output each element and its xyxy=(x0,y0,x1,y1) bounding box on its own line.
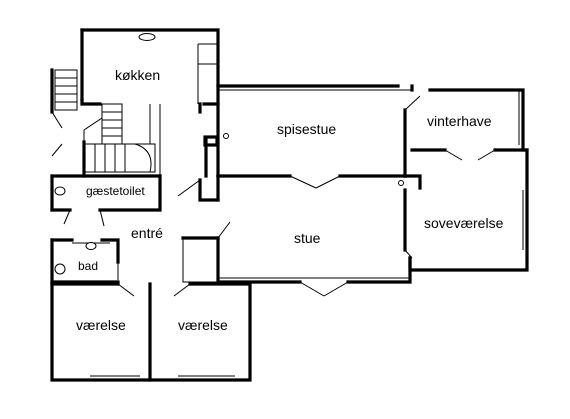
staircase xyxy=(50,68,162,178)
dining-walls xyxy=(216,84,414,178)
guest-toilet-bowl xyxy=(54,186,66,196)
fixture-dining xyxy=(223,133,229,139)
bath-toilet xyxy=(54,263,66,275)
bedroom-walls xyxy=(403,148,529,272)
room-label-winter-garden: vinterhave xyxy=(427,113,492,129)
room-label-dining: spisestue xyxy=(277,121,337,137)
room-label-kitchen: køkken xyxy=(115,67,161,83)
room-label-entry: entré xyxy=(131,225,163,241)
lower-rooms-walls xyxy=(50,280,252,382)
room-label-living: stue xyxy=(294,230,321,246)
room-label-room-left: værelse xyxy=(76,317,126,333)
room-label-bedroom: soveværelse xyxy=(424,215,504,231)
winter-garden-walls xyxy=(410,88,529,152)
room-label-room-right: værelse xyxy=(178,317,228,333)
room-label-guest-toilet: gæstetoilet xyxy=(86,184,145,198)
fixture-bedroom xyxy=(398,180,404,186)
bath-sink xyxy=(85,242,97,250)
room-label-bath: bad xyxy=(78,259,99,273)
kitchen-sink xyxy=(138,33,156,41)
kitchen-walls xyxy=(80,28,220,106)
doors xyxy=(51,95,496,298)
guest-toilet-walls xyxy=(50,174,162,212)
living-walls xyxy=(181,174,412,284)
entry-walls xyxy=(198,102,220,202)
